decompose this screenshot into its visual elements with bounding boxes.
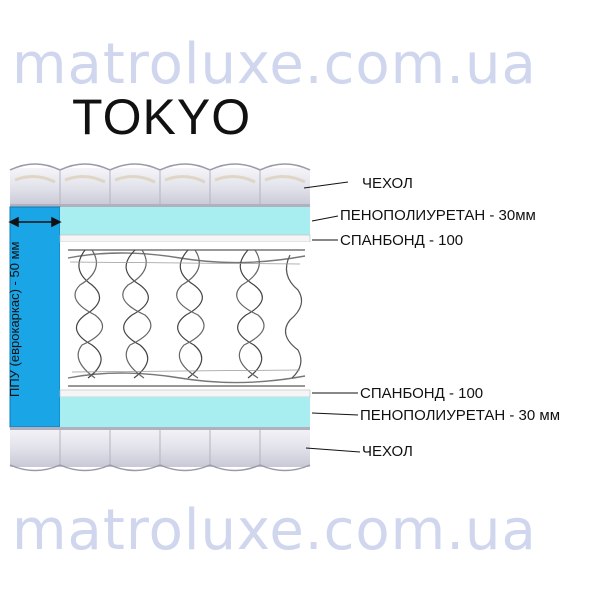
- top-spunbond-layer: [59, 234, 311, 243]
- label-bottom-spunbond: СПАНБОНД - 100: [360, 385, 484, 402]
- bottom-foam-layer: [60, 397, 310, 427]
- label-top-cover: ЧЕХОЛ: [362, 175, 413, 192]
- label-top-foam: ПЕНОПОЛИУРЕТАН - 30мм: [340, 207, 536, 224]
- euro-frame-label: ППУ (еврокаркас) - 50 мм: [7, 241, 22, 397]
- label-bottom-foam: ПЕНОПОЛИУРЕТАН - 30 мм: [360, 407, 561, 424]
- watermark-top: matroluxe.com.ua: [12, 32, 537, 97]
- model-title: TOKYO: [72, 89, 252, 145]
- top-foam-layer: [60, 207, 310, 235]
- watermark-bottom: matroluxe.com.ua: [12, 498, 537, 563]
- frame-width-arrow: [8, 216, 62, 228]
- label-bottom-cover: ЧЕХОЛ: [362, 443, 413, 460]
- bottom-cover: [9, 427, 311, 472]
- label-top-spunbond: СПАНБОНД - 100: [340, 232, 464, 249]
- spring-block: [60, 242, 310, 390]
- top-cover: [9, 163, 311, 207]
- bottom-spunbond-layer: [59, 389, 311, 398]
- leader-lines: [303, 181, 361, 453]
